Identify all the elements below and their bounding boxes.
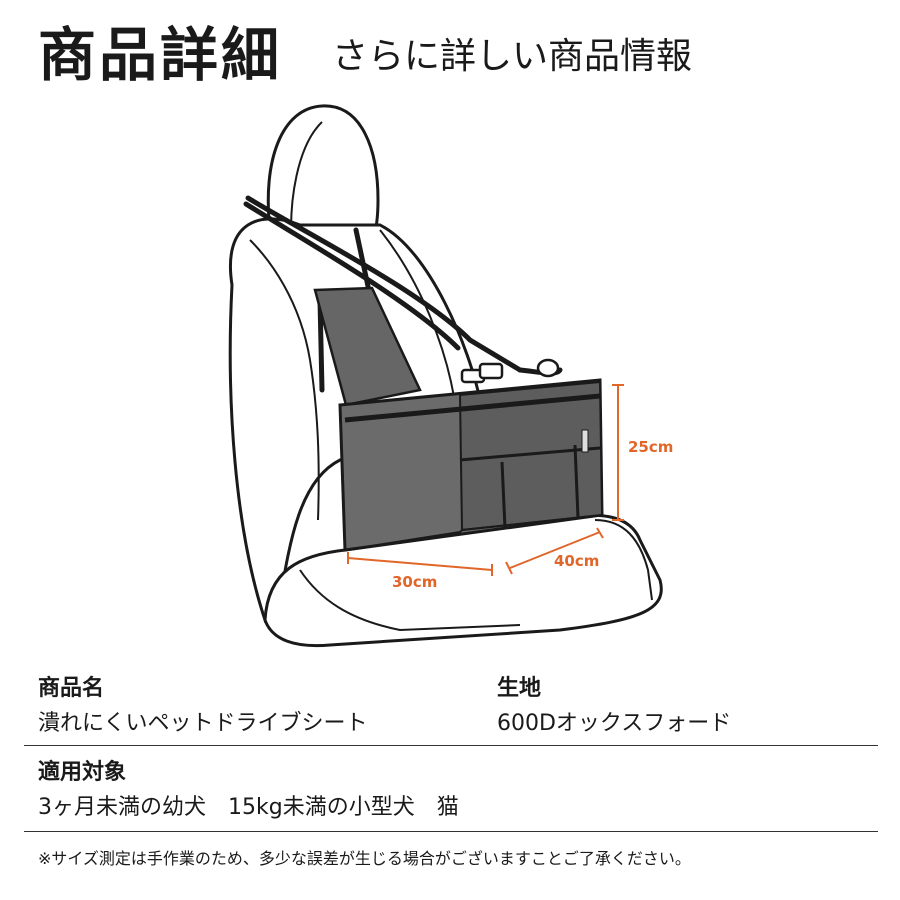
strap-buckles <box>460 358 560 384</box>
carrier-back-panel <box>313 286 422 407</box>
fabric-value: 600Dオックスフォード <box>497 711 732 736</box>
depth-dimension-label: 40cm <box>554 552 599 570</box>
carrier-box <box>338 378 604 552</box>
product-illustration: 25cm 40cm 30cm <box>228 104 673 648</box>
carrier-straps <box>243 195 563 393</box>
page-subtitle: さらに詳しい商品情報 <box>332 36 693 77</box>
product-name-value: 潰れにくいペットドライブシート <box>38 711 368 736</box>
page-title: 商品詳細 <box>38 21 283 89</box>
divider <box>24 831 878 832</box>
target-label: 適用対象 <box>38 760 127 785</box>
target-value: 3ヶ月未満の幼犬 15kg未満の小型犬 猫 <box>38 795 459 820</box>
dimension-lines <box>347 384 624 576</box>
divider <box>24 745 878 746</box>
width-dimension-label: 30cm <box>392 573 437 591</box>
height-dimension-label: 25cm <box>628 438 673 456</box>
fabric-label: 生地 <box>497 676 542 701</box>
product-name-label: 商品名 <box>38 676 105 701</box>
size-disclaimer: ※サイズ測定は手作業のため、多少な誤差が生じる場合がございますことご了承ください… <box>38 849 691 868</box>
